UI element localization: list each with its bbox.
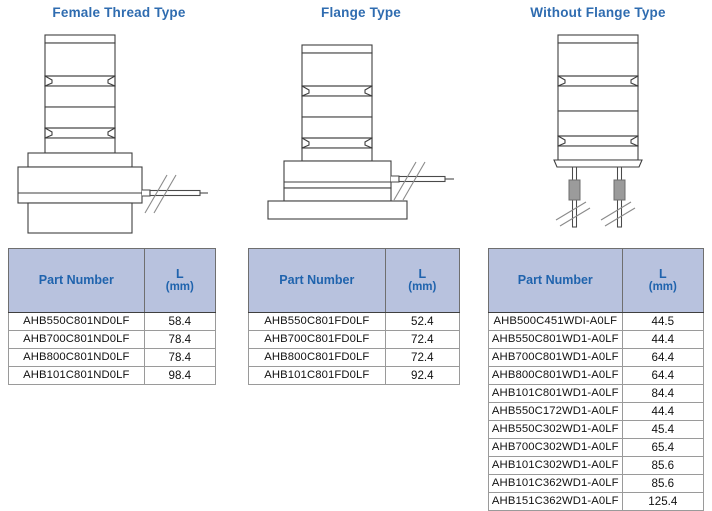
cell-part-number: AHB101C801WD1-A0LF [488, 383, 623, 403]
cell-length: 78.4 [143, 329, 217, 349]
cell-part-number: AHB800C801ND0LF [8, 347, 145, 367]
cell-length: 44.5 [621, 311, 705, 331]
cell-length: 44.4 [621, 329, 705, 349]
table-header-row: Part Number L (mm) [248, 248, 461, 313]
cell-part-number: AHB550C801FD0LF [248, 311, 386, 331]
column-header-part-number: Part Number [248, 248, 386, 313]
cell-length: 98.4 [143, 365, 217, 385]
table-row: AHB101C801FD0LF 92.4 [248, 365, 461, 385]
cell-length: 52.4 [384, 311, 461, 331]
cell-length: 85.6 [621, 455, 705, 475]
product-column-flange: Flange Type [238, 0, 484, 488]
cell-length: 72.4 [384, 329, 461, 349]
cell-part-number: AHB700C302WD1-A0LF [488, 437, 623, 457]
column-header-length: L (mm) [621, 248, 705, 313]
table-row: AHB700C801WD1-A0LF 64.4 [488, 347, 705, 367]
sensor-flange-diagram [238, 30, 484, 235]
table-row: AHB800C801FD0LF 72.4 [248, 347, 461, 367]
cell-part-number: AHB800C801WD1-A0LF [488, 365, 623, 385]
table-row: AHB800C801ND0LF 78.4 [8, 347, 217, 367]
table-row: AHB800C801WD1-A0LF 64.4 [488, 365, 705, 385]
cell-length: 44.4 [621, 401, 705, 421]
cell-length: 64.4 [621, 347, 705, 367]
cell-part-number: AHB151C362WD1-A0LF [488, 491, 623, 511]
table-row: AHB550C801WD1-A0LF 44.4 [488, 329, 705, 349]
table-row: AHB700C801ND0LF 78.4 [8, 329, 217, 349]
table-row: AHB101C801ND0LF 98.4 [8, 365, 217, 385]
sensor-female-thread-diagram [0, 30, 238, 235]
table-row: AHB550C302WD1-A0LF 45.4 [488, 419, 705, 439]
cell-part-number: AHB550C801WD1-A0LF [488, 329, 623, 349]
cell-part-number: AHB101C302WD1-A0LF [488, 455, 623, 475]
cell-length: 92.4 [384, 365, 461, 385]
cell-length: 65.4 [621, 437, 705, 457]
cell-length: 72.4 [384, 347, 461, 367]
table-row: AHB151C362WD1-A0LF 125.4 [488, 491, 705, 511]
part-number-table-female-thread: Part Number L (mm) AHB550C801ND0LF [8, 248, 217, 385]
cell-part-number: AHB700C801FD0LF [248, 329, 386, 349]
cell-length: 64.4 [621, 365, 705, 385]
cell-length: 58.4 [143, 311, 217, 331]
table-row: AHB700C302WD1-A0LF 65.4 [488, 437, 705, 457]
part-number-table-flange: Part Number L (mm) AHB550C801FD0LF [248, 248, 461, 385]
cell-part-number: AHB700C801ND0LF [8, 329, 145, 349]
table-row: AHB550C801FD0LF 52.4 [248, 311, 461, 331]
cell-part-number: AHB550C801ND0LF [8, 311, 145, 331]
cell-part-number: AHB700C801WD1-A0LF [488, 347, 623, 367]
table-row: AHB101C302WD1-A0LF 85.6 [488, 455, 705, 475]
sensor-without-flange-diagram [484, 30, 712, 235]
cell-part-number: AHB101C362WD1-A0LF [488, 473, 623, 493]
table-row: AHB500C451WDI-A0LF 44.5 [488, 311, 705, 331]
column-header-length: L (mm) [143, 248, 217, 313]
column-title-flange: Flange Type [321, 5, 401, 20]
cell-part-number: AHB101C801FD0LF [248, 365, 386, 385]
cell-length: 45.4 [621, 419, 705, 439]
column-header-length: L (mm) [384, 248, 461, 313]
cell-length: 125.4 [621, 491, 705, 511]
product-column-without-flange: Without Flange Type [484, 0, 712, 511]
product-column-female-thread: Female Thread Type [0, 0, 238, 488]
cell-part-number: AHB101C801ND0LF [8, 365, 145, 385]
cell-part-number: AHB550C172WD1-A0LF [488, 401, 623, 421]
cell-length: 84.4 [621, 383, 705, 403]
table-header-row: Part Number L (mm) [488, 248, 705, 313]
column-title-without-flange: Without Flange Type [530, 5, 666, 20]
cell-length: 78.4 [143, 347, 217, 367]
table-row: AHB101C801WD1-A0LF 84.4 [488, 383, 705, 403]
cell-part-number: AHB550C302WD1-A0LF [488, 419, 623, 439]
table-header-row: Part Number L (mm) [8, 248, 217, 313]
column-header-part-number: Part Number [8, 248, 145, 313]
table-row: AHB550C172WD1-A0LF 44.4 [488, 401, 705, 421]
cell-length: 85.6 [621, 473, 705, 493]
cell-part-number: AHB800C801FD0LF [248, 347, 386, 367]
table-row: AHB101C362WD1-A0LF 85.6 [488, 473, 705, 493]
table-row: AHB550C801ND0LF 58.4 [8, 311, 217, 331]
column-header-part-number: Part Number [488, 248, 623, 313]
part-number-table-without-flange: Part Number L (mm) AHB500C451WDI-A0LF [488, 248, 705, 511]
cell-part-number: AHB500C451WDI-A0LF [488, 311, 623, 331]
column-title-female-thread: Female Thread Type [52, 5, 186, 20]
table-row: AHB700C801FD0LF 72.4 [248, 329, 461, 349]
